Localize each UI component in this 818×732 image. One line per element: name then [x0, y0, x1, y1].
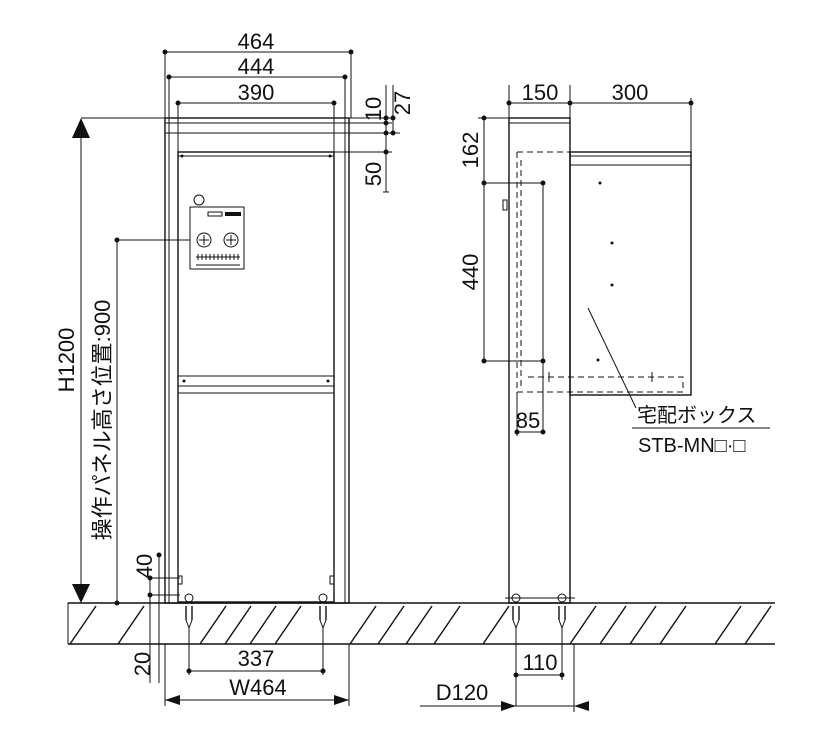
side-anchor-left-icon [511, 593, 521, 630]
dim-20: 20 [130, 652, 155, 676]
dim-w464: W464 [229, 675, 286, 700]
ground [67, 602, 775, 645]
label-model: STB-MN□·□ [638, 435, 745, 457]
ground-hatching [69, 605, 772, 645]
anchor-bolt-left-icon [183, 593, 195, 630]
side-view [502, 117, 692, 630]
anchor-bolt-right-icon [317, 593, 329, 630]
side-dimensions: 150 300 162 440 85 110 [420, 80, 770, 712]
dim-40: 40 [132, 554, 157, 578]
front-view [164, 117, 350, 630]
front-dimensions: 464 444 390 10 27 50 H1200 操作パネル高さ位置:900 [54, 29, 415, 706]
dim-110: 110 [522, 650, 557, 675]
dial-left-icon [196, 232, 212, 248]
front-outer-frame [164, 117, 350, 604]
dim-300: 300 [612, 80, 649, 105]
dim-440: 440 [458, 254, 483, 291]
operation-panel [189, 194, 245, 270]
dim-85: 85 [516, 408, 540, 433]
dim-464-top: 464 [238, 29, 275, 54]
label-delivery-box: 宅配ボックス [637, 403, 756, 427]
dim-10: 10 [361, 97, 386, 121]
dim-h1200: H1200 [54, 328, 79, 393]
dim-27: 27 [390, 91, 415, 115]
dim-337: 337 [238, 646, 275, 671]
dim-150: 150 [522, 80, 559, 105]
dim-d120: D120 [436, 680, 489, 705]
dim-444: 444 [238, 54, 275, 79]
side-box [569, 151, 692, 396]
dim-50: 50 [361, 162, 386, 186]
dial-right-icon [223, 232, 239, 248]
dim-panel-height: 操作パネル高さ位置:900 [90, 300, 115, 541]
front-door [177, 151, 335, 603]
side-anchor-right-icon [557, 593, 567, 630]
dim-162: 162 [458, 132, 483, 169]
dim-390: 390 [238, 80, 275, 105]
